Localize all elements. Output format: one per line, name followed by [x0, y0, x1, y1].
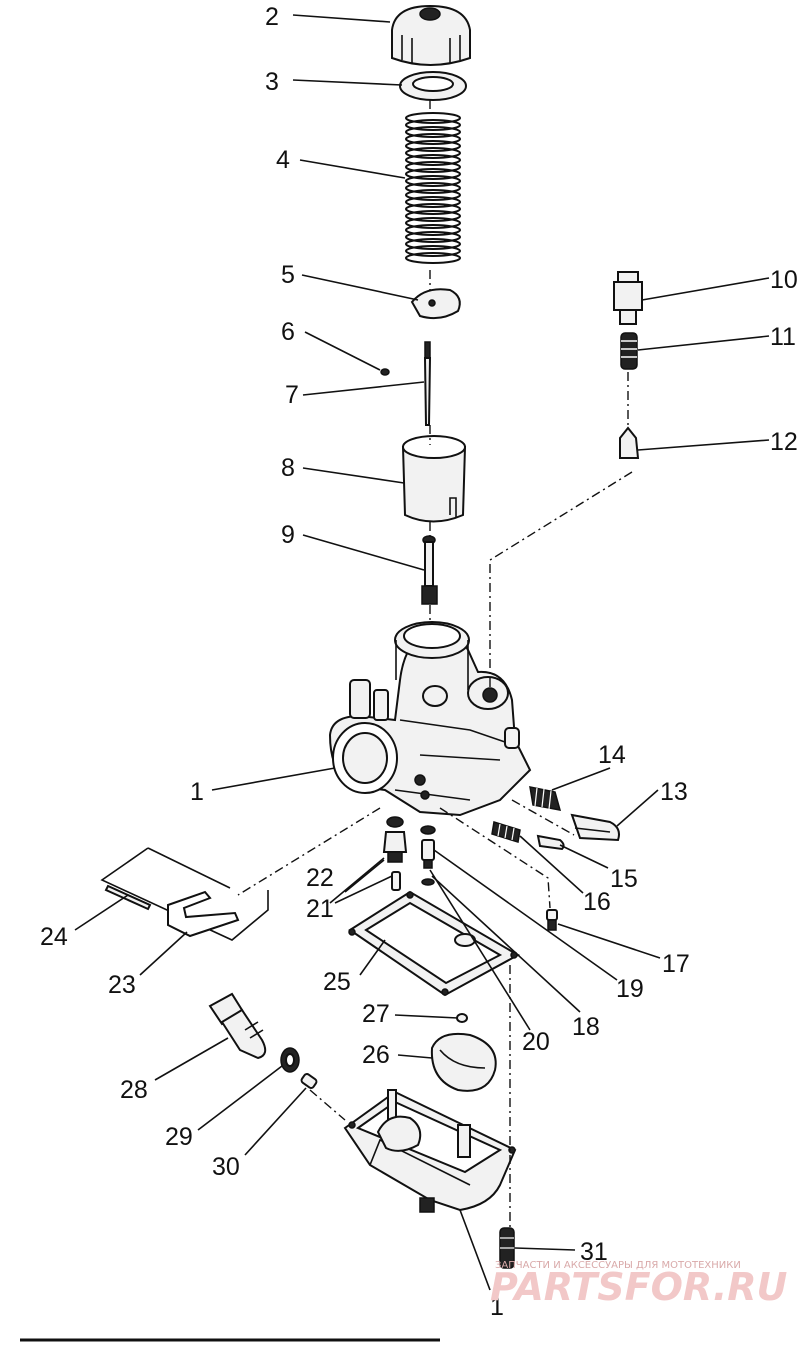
callout-2: 2 [265, 3, 279, 31]
spring-coil [405, 182, 461, 194]
part-drain-washer [280, 1047, 300, 1073]
part-retainer [410, 288, 461, 320]
part-jet-stack [420, 825, 436, 886]
callout-17: 17 [662, 950, 690, 978]
callout-30: 30 [212, 1153, 240, 1181]
part-small-spring [620, 332, 638, 370]
callout-26: 26 [362, 1041, 390, 1069]
callout-20: 20 [522, 1028, 550, 1056]
watermark: ЗАПЧАСТИ И АКСЕССУАРЫ ДЛЯ МОТОТЕХНИКИ PA… [490, 1260, 788, 1309]
watermark-tagline: ЗАПЧАСТИ И АКСЕССУАРЫ ДЛЯ МОТОТЕХНИКИ [495, 1260, 741, 1271]
callout-29: 29 [165, 1123, 193, 1151]
callout-15: 15 [610, 865, 638, 893]
callout-27: 27 [362, 1000, 390, 1028]
callout-7: 7 [285, 381, 299, 409]
spring-coil [405, 196, 461, 208]
callout-16: 16 [583, 888, 611, 916]
spring-coil [405, 147, 461, 159]
part-cap [391, 4, 471, 66]
spring-coil [405, 133, 461, 145]
spring-coil [405, 112, 461, 124]
callout-23: 23 [108, 971, 136, 999]
part-needle [423, 341, 432, 426]
callout-19: 19 [616, 975, 644, 1003]
spring-coil [405, 126, 461, 138]
part-screw [570, 813, 620, 842]
callout-1-bowl: 1 [490, 1293, 504, 1321]
callout-31: 31 [580, 1238, 608, 1266]
callout-6: 6 [281, 318, 295, 346]
callout-3: 3 [265, 68, 279, 96]
callout-24: 24 [40, 923, 68, 951]
part-idle-spring [529, 786, 562, 811]
part-washer [399, 71, 467, 101]
callout-4: 4 [276, 146, 290, 174]
part-needle-jet [421, 535, 438, 605]
part-banjo-bolt [208, 992, 267, 1060]
callout-12: 12 [770, 428, 798, 456]
spring-coil [405, 203, 461, 215]
callout-25: 25 [323, 968, 351, 996]
spring-coil [405, 252, 461, 264]
spring-coil [405, 217, 461, 229]
part-small-jet [546, 909, 558, 931]
spring-coil [405, 189, 461, 201]
part-float [430, 1032, 497, 1092]
part-throttle-slide [401, 435, 467, 523]
spring-coil [405, 168, 461, 180]
part-pilot-screw [536, 834, 565, 851]
part-adjuster [613, 271, 643, 325]
part-spring [405, 112, 461, 264]
callout-1-body: 1 [190, 778, 204, 806]
spring-coil [405, 175, 461, 187]
part-main-jet [382, 816, 408, 891]
spring-coil [405, 161, 461, 173]
callout-13: 13 [660, 778, 688, 806]
callout-18: 18 [572, 1013, 600, 1041]
callout-labels: 1 1 2 3 4 5 6 7 8 9 10 11 12 13 14 15 16… [40, 3, 798, 1321]
watermark-brand-logo: PARTSFOR.RU [490, 1265, 788, 1309]
part-drain-screw [300, 1073, 318, 1089]
callout-11: 11 [770, 323, 796, 351]
callout-5: 5 [281, 261, 295, 289]
spring-coil [405, 140, 461, 152]
part-carburetor-body [328, 621, 532, 817]
spring-coil [405, 245, 461, 257]
callout-21: 21 [306, 895, 334, 923]
spring-coil [405, 210, 461, 222]
part-bowl-screw [499, 1227, 515, 1269]
part-float-gauge [100, 847, 269, 941]
part-needle-valve [456, 1013, 468, 1023]
callout-10: 10 [770, 266, 798, 294]
part-pilot-spring [491, 821, 521, 843]
callout-14: 14 [598, 741, 626, 769]
part-clip [380, 368, 390, 376]
spring-coil [405, 119, 461, 131]
callout-9: 9 [281, 521, 295, 549]
spring-coil [405, 231, 461, 243]
spring-coil [405, 224, 461, 236]
part-plunger [619, 426, 640, 459]
part-float-bowl [343, 1089, 517, 1213]
callout-8: 8 [281, 454, 295, 482]
spring-coil [405, 238, 461, 250]
part-gasket [348, 890, 521, 997]
alignment-lines [237, 100, 633, 1228]
leader-lines [74, 14, 770, 1291]
spring-coil [405, 154, 461, 166]
callout-28: 28 [120, 1076, 148, 1104]
callout-22: 22 [306, 864, 334, 892]
